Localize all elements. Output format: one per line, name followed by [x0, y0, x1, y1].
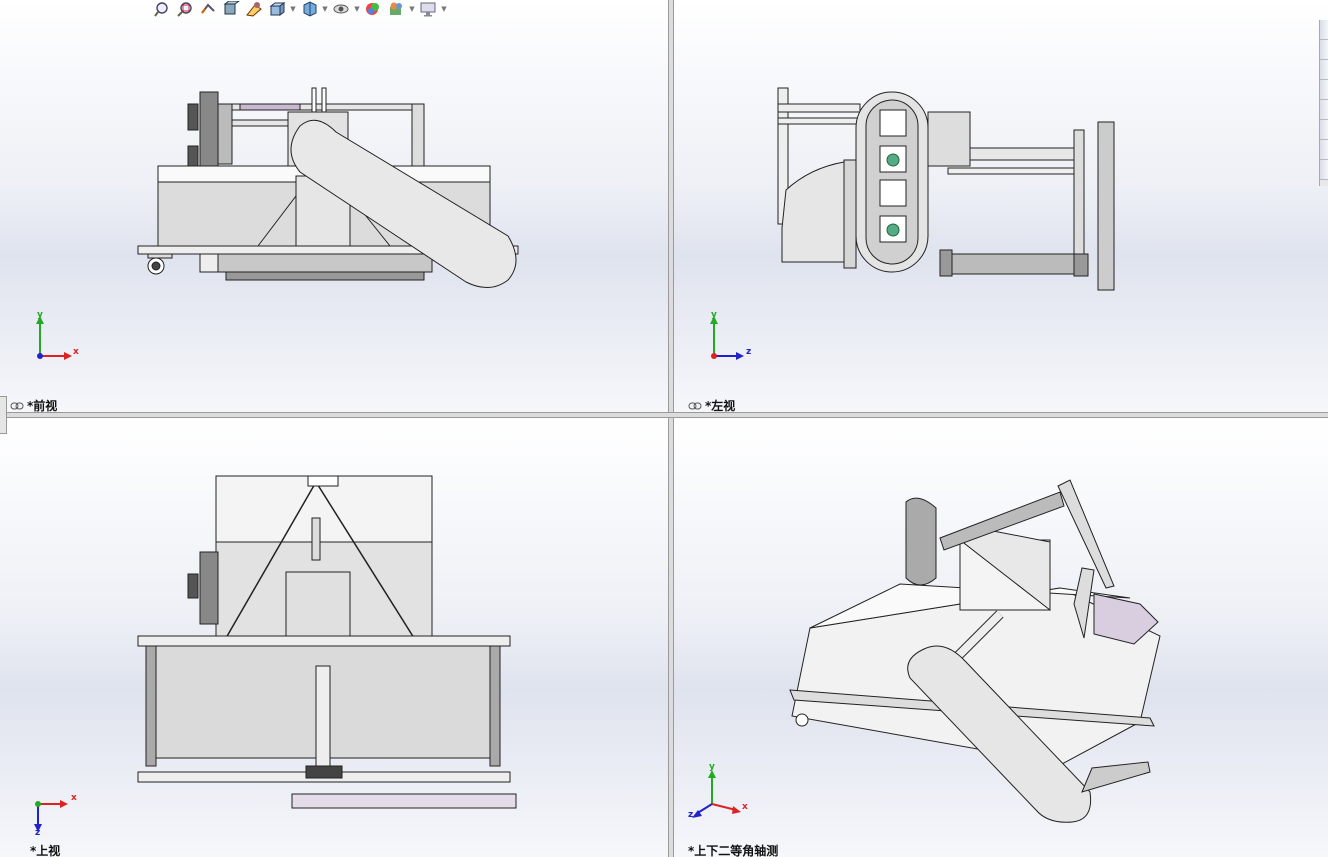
section-view-icon[interactable] — [221, 0, 241, 18]
viewport-top[interactable]: x z *上视 — [0, 418, 668, 857]
globe-icon[interactable] — [1320, 160, 1328, 180]
model-isometric-view[interactable] — [674, 418, 1328, 857]
viewport-name: *前视 — [27, 399, 58, 412]
dynamic-annotation-icon[interactable] — [244, 0, 264, 18]
viewport-label-left[interactable]: *左视 — [688, 397, 735, 412]
previous-view-icon[interactable] — [198, 0, 218, 18]
heads-up-view-toolbar: ▼ ▼ ▼ ▼ ▼ — [152, 0, 447, 18]
viewport-label-top[interactable]: *上视 — [30, 842, 60, 857]
home-icon[interactable] — [1320, 20, 1328, 40]
axis-label-z: z — [35, 828, 41, 838]
chevron-down-icon[interactable]: ▼ — [322, 5, 328, 13]
task-pane-tabs — [1319, 20, 1328, 186]
design-library-icon[interactable] — [1320, 60, 1328, 80]
viewport-splitter-vertical[interactable] — [668, 0, 674, 857]
axis-label-y: y — [709, 762, 715, 772]
view-settings-icon[interactable] — [418, 0, 438, 18]
viewport-name: *左视 — [705, 399, 736, 412]
viewport-left[interactable]: y z *左视 — [674, 0, 1328, 412]
chevron-down-icon[interactable]: ▼ — [441, 5, 447, 13]
axis-label-x: x — [73, 347, 79, 357]
resources-icon[interactable] — [1320, 40, 1328, 60]
triad-iso — [692, 770, 741, 818]
viewport-name: *上视 — [30, 844, 61, 857]
axis-label-y: y — [711, 310, 717, 320]
triad-front — [36, 316, 72, 360]
file-explorer-icon[interactable] — [1320, 80, 1328, 100]
display-style-icon[interactable] — [299, 0, 319, 18]
link-views-icon[interactable] — [10, 402, 24, 410]
viewport-label-iso[interactable]: *上下二等角轴测 — [688, 842, 778, 857]
model-front-view[interactable] — [0, 0, 668, 412]
model-left-view[interactable] — [674, 0, 1328, 412]
viewport-iso[interactable]: y x z *上下二等角轴测 — [674, 418, 1328, 857]
axis-label-x: x — [71, 793, 77, 803]
triad-top — [34, 800, 68, 832]
link-views-icon[interactable] — [688, 402, 702, 410]
apply-scene-icon[interactable] — [386, 0, 406, 18]
viewport-splitter-horizontal[interactable] — [0, 412, 1328, 418]
edit-appearance-icon[interactable] — [363, 0, 383, 18]
appearances-icon[interactable] — [1320, 120, 1328, 140]
hide-show-items-icon[interactable] — [331, 0, 351, 18]
zoom-area-icon[interactable] — [175, 0, 195, 18]
custom-properties-icon[interactable] — [1320, 140, 1328, 160]
view-orientation-icon[interactable] — [267, 0, 287, 18]
axis-label-y: y — [37, 310, 43, 320]
axis-label-z: z — [688, 810, 694, 820]
viewport-name: *上下二等角轴测 — [688, 844, 779, 857]
model-top-view[interactable] — [0, 418, 668, 857]
viewport-front[interactable]: ▼ ▼ ▼ ▼ ▼ — [0, 0, 668, 412]
view-palette-icon[interactable] — [1320, 100, 1328, 120]
viewport-label-front[interactable]: *前视 — [10, 397, 57, 412]
zoom-to-fit-icon[interactable] — [152, 0, 172, 18]
chevron-down-icon[interactable]: ▼ — [409, 5, 415, 13]
feature-manager-collapse-tab[interactable] — [0, 396, 7, 434]
chevron-down-icon[interactable]: ▼ — [290, 5, 296, 13]
axis-label-z: z — [746, 347, 752, 357]
axis-label-x: x — [742, 802, 748, 812]
chevron-down-icon[interactable]: ▼ — [354, 5, 360, 13]
triad-left — [710, 316, 744, 360]
